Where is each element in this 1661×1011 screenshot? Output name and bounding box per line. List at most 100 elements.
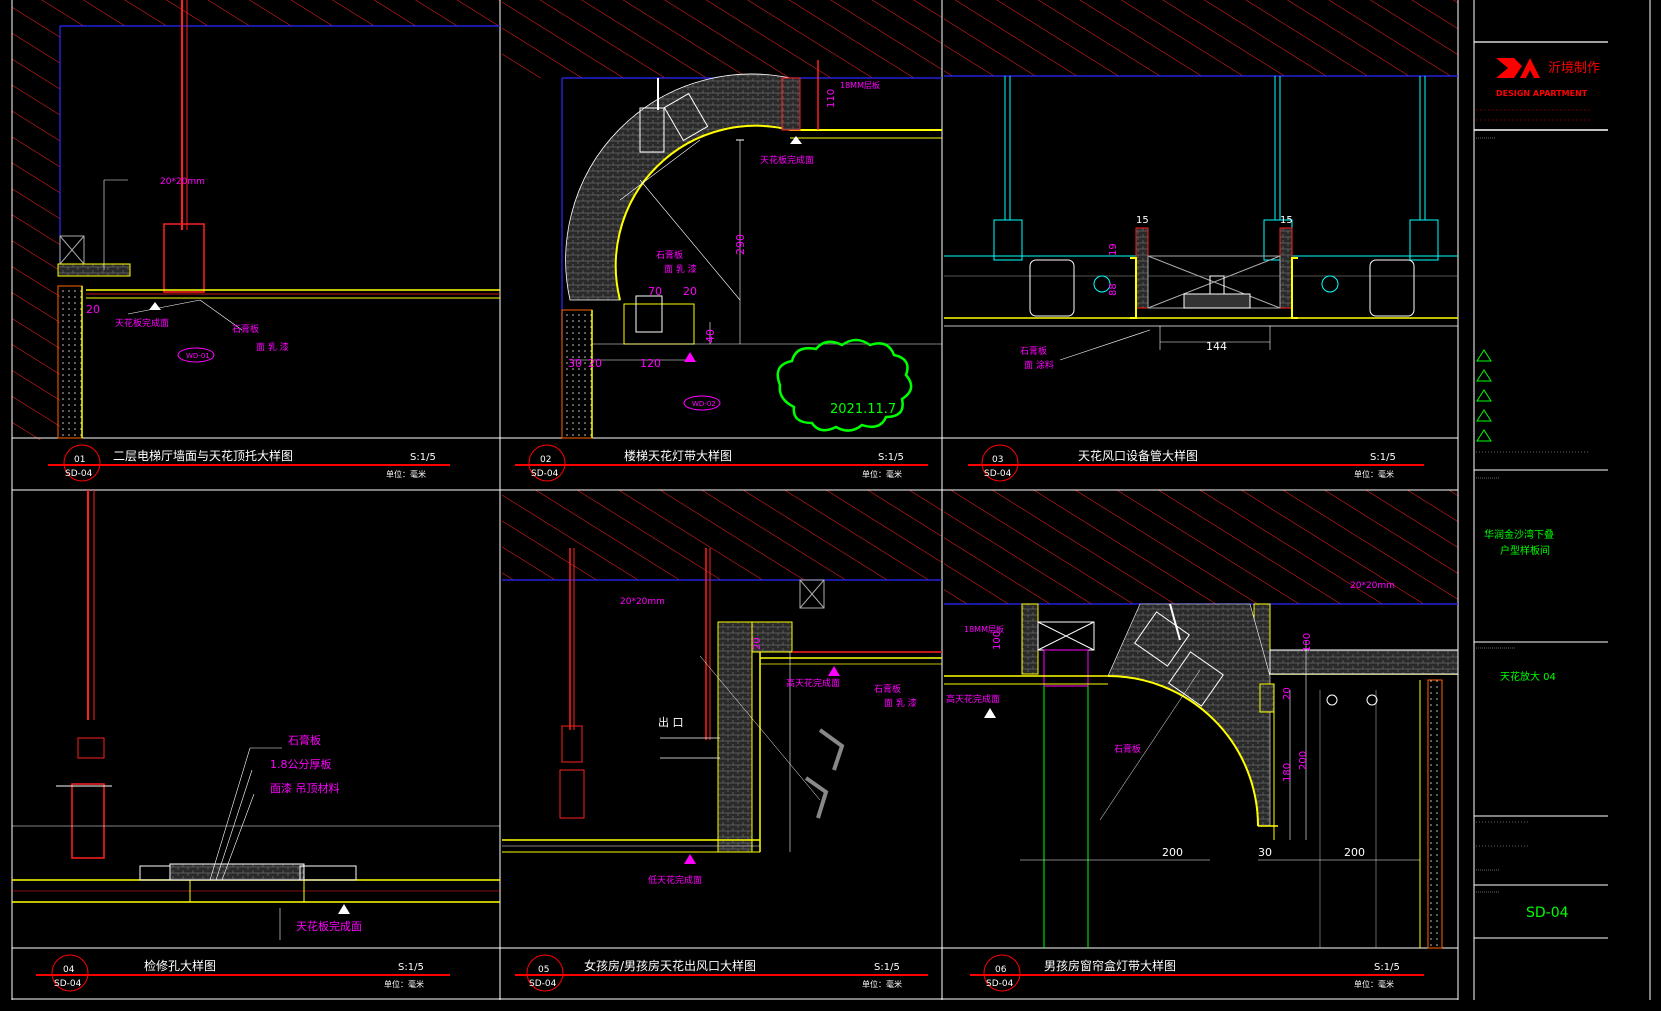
d3-dim-88: 88: [1108, 283, 1119, 296]
detail-04-unit: 单位：毫米: [384, 979, 424, 989]
d3-dim-15a: 15: [1136, 215, 1149, 226]
d2-date: 2021.11.7: [830, 402, 896, 417]
drawing-name: 天花放大 04: [1500, 670, 1556, 683]
d5-anno-paint: 面 乳 漆: [884, 697, 917, 709]
d6-dim-100a: 100: [992, 631, 1003, 650]
d1-dim-20: 20: [86, 303, 100, 316]
d1-anno-ref: WD-01: [186, 352, 210, 360]
detail-title-04: 04 SD-04 检修孔大样图 S:1/5 单位：毫米: [36, 954, 450, 992]
d2-dim-110: 110: [826, 89, 837, 108]
d2-anno-layer: 18MM层板: [840, 80, 880, 90]
d2-anno-ceiling: 天花板完成面: [760, 154, 814, 166]
logo-icon: [1496, 58, 1540, 78]
detail-title-02: 02 SD-04 楼梯天花灯带大样图 S:1/5 单位：毫米: [515, 444, 928, 482]
detail-03-drawing: [944, 75, 1458, 361]
detail-title-01: 01 SD-04 二层电梯厅墙面与天花顶托大样图 S:1/5 单位：毫米: [48, 444, 450, 482]
detail-01-ref: SD-04: [65, 469, 93, 479]
detail-01-drawing: [57, 0, 500, 439]
d2-dim-120: 120: [640, 357, 661, 370]
detail-01-unit: 单位：毫米: [386, 469, 426, 479]
sheet-frame: [11, 0, 1651, 1000]
detail-01-no: 01: [74, 455, 85, 465]
detail-02-no: 02: [540, 455, 551, 465]
detail-04-ref: SD-04: [54, 979, 82, 989]
detail-05-ref: SD-04: [529, 979, 557, 989]
d6-dim-180: 180: [1282, 763, 1293, 782]
detail-02-ref: SD-04: [531, 469, 559, 479]
d1-anno-sq: 20*20mm: [160, 177, 205, 187]
detail-06-unit: 单位：毫米: [1354, 979, 1394, 989]
d5-anno-sq: 20*20mm: [620, 597, 665, 607]
detail-02-scale: S:1/5: [878, 452, 904, 463]
detail-03-unit: 单位：毫米: [1354, 469, 1394, 479]
drawing-no: SD-04: [1526, 905, 1569, 921]
d1-anno-ceiling: 天花板完成面: [115, 317, 169, 329]
revision-icon: [1476, 409, 1492, 422]
revision-icon: [1476, 369, 1492, 382]
d3-anno-paint: 面 涂料: [1024, 359, 1054, 371]
d2-dim-20b: 20: [588, 357, 602, 370]
detail-05-drawing: [502, 548, 942, 864]
d3-anno-board: 石膏板: [1020, 345, 1047, 357]
detail-05-no: 05: [538, 965, 549, 975]
d5-dim-20: 20: [752, 637, 763, 650]
d6-dim-200v: 200: [1298, 751, 1309, 770]
detail-03-no: 03: [992, 455, 1003, 465]
detail-06-title: 男孩房窗帘盒灯带大样图: [1044, 958, 1176, 973]
d5-anno-outlet: 出 口: [658, 715, 684, 729]
d2-anno-ref: WD-02: [692, 400, 716, 408]
d6-dim-200b: 200: [1344, 846, 1365, 859]
d6-dim-20: 20: [1282, 687, 1293, 700]
detail-02-unit: 单位：毫米: [862, 469, 902, 479]
detail-01-title: 二层电梯厅墙面与天花顶托大样图: [113, 448, 293, 463]
logo-en: DESIGN APARTMENT: [1496, 89, 1588, 98]
detail-02-drawing: [561, 60, 942, 439]
detail-05-unit: 单位：毫米: [862, 979, 902, 989]
d6-dim-200a: 200: [1162, 846, 1183, 859]
revision-icon: [1476, 349, 1492, 362]
logo-cn: 沂境制作: [1548, 61, 1600, 76]
d4-anno-board: 石膏板: [288, 733, 321, 747]
detail-06-no: 06: [995, 965, 1007, 975]
detail-05-title: 女孩房/男孩房天花出风口大样图: [584, 958, 756, 973]
d1-anno-board: 石膏板: [232, 323, 259, 335]
d1-anno-paint: 面 乳 漆: [256, 341, 289, 353]
project-name-1: 华润金沙湾下叠: [1484, 528, 1554, 541]
d3-dim-144: 144: [1206, 340, 1227, 353]
d2-anno-board: 石膏板: [656, 249, 683, 261]
detail-03-scale: S:1/5: [1370, 452, 1396, 463]
d5-anno-board: 石膏板: [874, 683, 901, 695]
slab-hatching: [12, 0, 1458, 604]
detail-06-ref: SD-04: [986, 979, 1014, 989]
project-name-2: 户型样板间: [1500, 544, 1550, 557]
d4-anno-paint: 面漆 吊顶材料: [270, 781, 340, 795]
revision-icon: [1476, 429, 1492, 442]
d5-anno-low: 低天花完成面: [648, 874, 702, 886]
detail-04-scale: S:1/5: [398, 962, 424, 973]
detail-06-scale: S:1/5: [1374, 962, 1400, 973]
detail-title-03: 03 SD-04 天花风口设备管大样图 S:1/5 单位：毫米: [968, 444, 1424, 482]
detail-04-no: 04: [63, 965, 75, 975]
d6-dim-30: 30: [1258, 846, 1272, 859]
d6-anno-ceiling: 高天花完成面: [946, 693, 1000, 705]
detail-04-title: 检修孔大样图: [144, 958, 216, 973]
titleblock: 沂境制作 DESIGN APARTMENT 华润金沙湾下叠 户型样板间 天花放大…: [1474, 41, 1608, 939]
detail-03-ref: SD-04: [984, 469, 1012, 479]
revision-icon: [1476, 389, 1492, 402]
d2-dim-290: 290: [734, 234, 747, 255]
d4-anno-thick: 1.8公分厚板: [270, 757, 332, 771]
d5-anno-high: 高天花完成面: [786, 677, 840, 689]
d6-anno-sq: 20*20mm: [1350, 581, 1395, 591]
d6-anno-board: 石膏板: [1114, 743, 1141, 755]
d2-dim-30: 30: [568, 357, 582, 370]
d2-dim-40: 40: [704, 329, 717, 343]
d2-dim-20a: 20: [683, 285, 697, 298]
d2-anno-paint: 面 乳 漆: [664, 263, 697, 275]
d4-anno-ceiling: 天花板完成面: [296, 919, 362, 933]
detail-01-scale: S:1/5: [410, 452, 436, 463]
d2-dim-70: 70: [648, 285, 662, 298]
detail-05-scale: S:1/5: [874, 962, 900, 973]
detail-03-title: 天花风口设备管大样图: [1078, 448, 1198, 463]
detail-02-title: 楼梯天花灯带大样图: [624, 448, 732, 463]
